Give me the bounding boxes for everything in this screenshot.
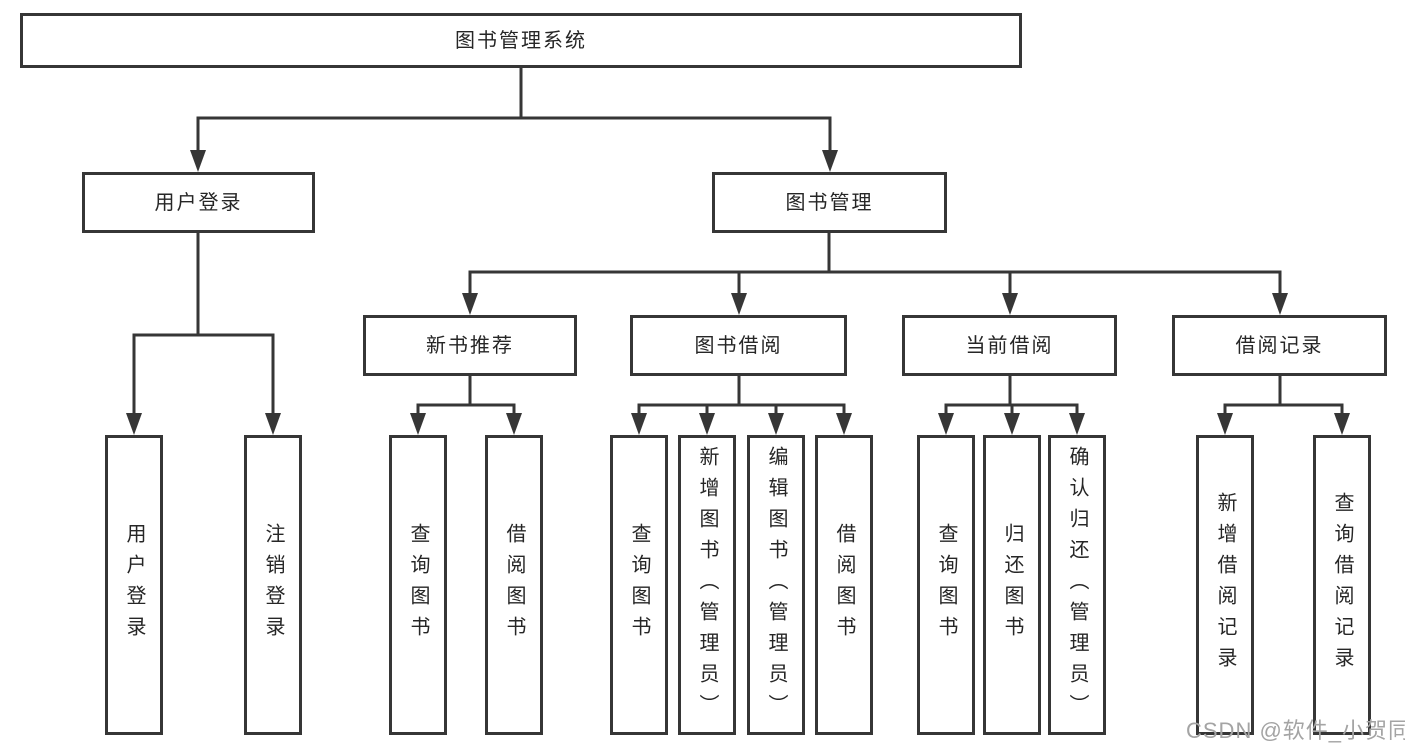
leaf-edit-books-admin: 编辑图书（管理员） bbox=[747, 435, 805, 735]
node-new-book-recommend: 新书推荐 bbox=[363, 315, 577, 376]
leaf-query-books-recommend: 查询图书 bbox=[389, 435, 447, 735]
leaf-confirm-return-admin: 确认归还（管理员） bbox=[1048, 435, 1106, 735]
leaf-query-borrow-record: 查询借阅记录 bbox=[1313, 435, 1371, 735]
leaf-query-books-borrowing: 查询图书 bbox=[610, 435, 668, 735]
node-borrowing-records-label: 借阅记录 bbox=[1235, 334, 1324, 357]
leaf-borrow-books-borrowing-label: 借阅图书 bbox=[833, 523, 855, 647]
node-current-borrowing-label: 当前借阅 bbox=[965, 334, 1054, 357]
leaf-query-books-current: 查询图书 bbox=[917, 435, 975, 735]
leaf-add-books-admin: 新增图书（管理员） bbox=[678, 435, 736, 735]
node-book-borrowing-label: 图书借阅 bbox=[694, 334, 783, 357]
leaf-user-login-label: 用户登录 bbox=[123, 523, 145, 647]
leaf-query-books-current-label: 查询图书 bbox=[935, 523, 957, 647]
leaf-return-books: 归还图书 bbox=[983, 435, 1041, 735]
node-root: 图书管理系统 bbox=[20, 13, 1022, 68]
leaf-query-borrow-record-label: 查询借阅记录 bbox=[1331, 492, 1353, 678]
leaf-borrow-books-recommend: 借阅图书 bbox=[485, 435, 543, 735]
node-book-borrowing: 图书借阅 bbox=[630, 315, 847, 376]
leaf-confirm-return-admin-label: 确认归还（管理员） bbox=[1066, 445, 1088, 725]
node-new-book-recommend-label: 新书推荐 bbox=[426, 334, 514, 357]
node-book-management: 图书管理 bbox=[712, 172, 947, 233]
arrowheads bbox=[126, 150, 1350, 435]
node-user-login-label: 用户登录 bbox=[154, 191, 243, 214]
leaf-return-books-label: 归还图书 bbox=[1001, 523, 1023, 647]
leaf-add-borrow-record: 新增借阅记录 bbox=[1196, 435, 1254, 735]
leaf-borrow-books-recommend-label: 借阅图书 bbox=[503, 523, 525, 647]
leaf-add-books-admin-label: 新增图书（管理员） bbox=[696, 445, 718, 725]
node-book-management-label: 图书管理 bbox=[785, 191, 874, 214]
leaf-query-books-borrowing-label: 查询图书 bbox=[628, 523, 650, 647]
leaf-edit-books-admin-label: 编辑图书（管理员） bbox=[765, 445, 787, 725]
node-current-borrowing: 当前借阅 bbox=[902, 315, 1117, 376]
csdn-watermark: CSDN @软件_小贺同学 bbox=[1186, 718, 1405, 743]
leaf-user-login: 用户登录 bbox=[105, 435, 163, 735]
leaf-logout: 注销登录 bbox=[244, 435, 302, 735]
leaf-query-books-recommend-label: 查询图书 bbox=[407, 523, 429, 647]
leaf-borrow-books-borrowing: 借阅图书 bbox=[815, 435, 873, 735]
node-user-login: 用户登录 bbox=[82, 172, 315, 233]
leaf-add-borrow-record-label: 新增借阅记录 bbox=[1214, 492, 1236, 678]
node-root-label: 图书管理系统 bbox=[455, 29, 587, 52]
leaf-logout-label: 注销登录 bbox=[262, 523, 284, 647]
node-borrowing-records: 借阅记录 bbox=[1172, 315, 1387, 376]
tree-edges bbox=[132, 68, 1344, 420]
